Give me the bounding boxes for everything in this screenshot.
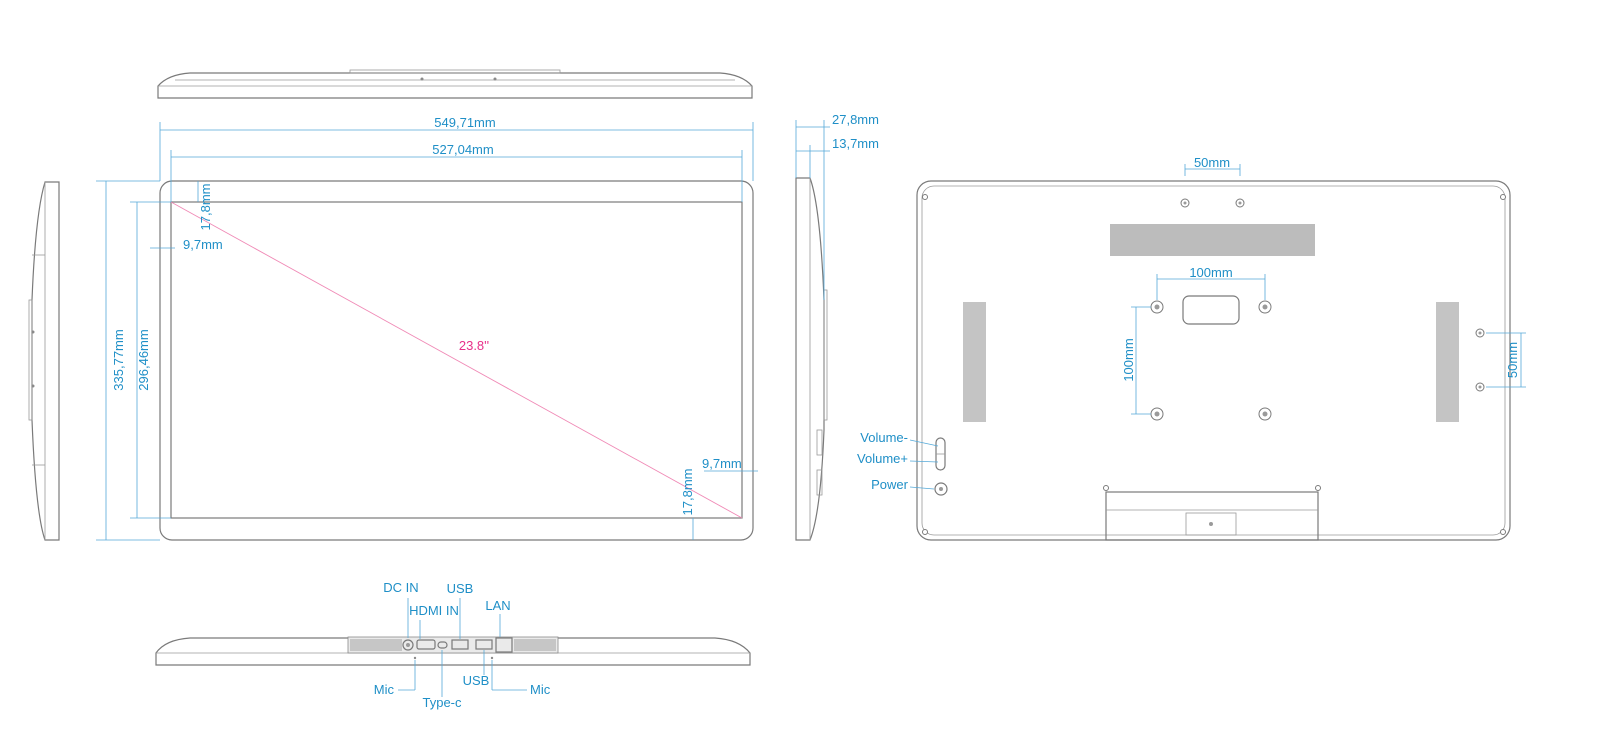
front-outer-frame — [159, 180, 754, 541]
outer-width-label: 549,71mm — [434, 115, 495, 130]
usb-port-1 — [451, 639, 469, 650]
front-view: 23.8'' 549,71mm 527,04mm 335,77mm 296,46… — [96, 115, 758, 541]
top-mount-spacing-label: 50mm — [1194, 155, 1230, 170]
inner-height-label: 296,46mm — [136, 329, 151, 390]
vesa-v-label: 100mm — [1121, 338, 1136, 381]
dc-in-label: DC IN — [383, 580, 418, 595]
depth-thin-label: 13,7mm — [832, 136, 879, 151]
hdmi-in-label: HDMI IN — [409, 603, 459, 618]
left-side-view — [28, 181, 60, 541]
type-c-label: Type-c — [422, 695, 462, 710]
volume-minus-label: Volume- — [860, 430, 908, 445]
bezel-top-label: 17,8mm — [198, 184, 213, 231]
power-button — [934, 482, 948, 496]
diagonal-line — [170, 201, 743, 519]
volume-plus-label: Volume+ — [857, 451, 908, 466]
port-panel — [1105, 491, 1319, 541]
vesa-h-label: 100mm — [1189, 265, 1232, 280]
right-side-view: 27,8mm 13,7mm — [795, 112, 879, 541]
power-label: Power — [871, 477, 909, 492]
top-view — [157, 69, 753, 99]
depth-total-label: 27,8mm — [832, 112, 879, 127]
hdmi-port — [416, 639, 436, 650]
bezel-right-label: 9,7mm — [702, 456, 742, 471]
lan-label: LAN — [485, 598, 510, 613]
type-c-port — [437, 641, 448, 649]
lan-port — [495, 637, 513, 653]
usb-top-label: USB — [447, 581, 474, 596]
left-speaker-grille — [963, 302, 986, 422]
usb-bottom-label: USB — [463, 673, 490, 688]
right-speaker-grille — [1436, 302, 1459, 422]
back-view: 50mm 100mm 100mm 50mm Volume — [857, 155, 1526, 541]
bottom-view: DC IN HDMI IN USB LAN Mic Type-c USB Mic — [155, 580, 751, 710]
dc-in-port — [402, 639, 414, 651]
top-speaker-grille — [1110, 224, 1315, 256]
mic-right-label: Mic — [530, 682, 551, 697]
inner-width-label: 527,04mm — [432, 142, 493, 157]
outer-height-label: 335,77mm — [111, 329, 126, 390]
bezel-left-label: 9,7mm — [183, 237, 223, 252]
center-bracket — [1182, 295, 1240, 325]
mic-left-label: Mic — [374, 682, 395, 697]
diagonal-label: 23.8'' — [459, 338, 489, 353]
bezel-bottom-label: 17,8mm — [680, 469, 695, 516]
usb-port-2 — [475, 639, 493, 650]
front-screen — [170, 201, 743, 519]
side-mount-spacing-label: 50mm — [1505, 342, 1520, 378]
